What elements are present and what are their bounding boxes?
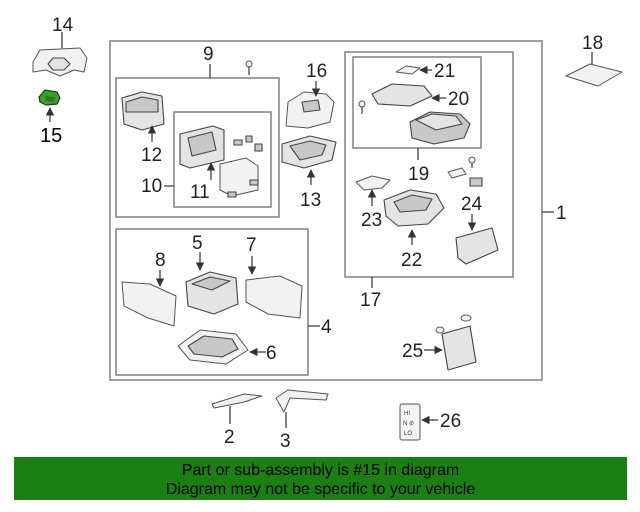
part-12-shape[interactable] <box>121 91 165 131</box>
group-10-subframe <box>173 111 272 208</box>
part-24-shape[interactable] <box>455 227 499 265</box>
part-13-shape[interactable] <box>281 135 337 169</box>
callout-6: 6 <box>266 343 277 364</box>
part-22-shape[interactable] <box>383 189 445 227</box>
switch-label-mid: N ⊘ <box>403 421 414 427</box>
group-17-frame <box>344 51 514 278</box>
banner-line-1: Part or sub-assembly is #15 in diagram <box>181 462 460 479</box>
part-19-lid[interactable] <box>409 111 471 145</box>
main-assembly-frame <box>109 40 543 381</box>
group-19-subframe <box>352 56 482 149</box>
group-9-frame <box>115 77 280 218</box>
info-banner: Part or sub-assembly is #15 in diagram D… <box>14 457 627 500</box>
part-15-highlighted[interactable] <box>38 89 61 106</box>
callout-5: 5 <box>192 233 203 254</box>
part-21-shape[interactable] <box>395 65 421 75</box>
callout-14: 14 <box>52 15 74 36</box>
switch-label-lo: LO <box>404 431 412 437</box>
callout-24: 24 <box>461 194 483 215</box>
callout-20: 20 <box>448 89 469 110</box>
part-26-switch[interactable]: HI N ⊘ LO <box>399 403 421 441</box>
callout-23: 23 <box>361 210 382 231</box>
callout-10: 10 <box>141 176 162 197</box>
callout-3: 3 <box>280 431 291 452</box>
group-4-frame <box>115 228 309 376</box>
callout-17: 17 <box>360 290 381 311</box>
callout-16: 16 <box>306 61 327 82</box>
callout-15: 15 <box>40 125 62 147</box>
part-5-shape[interactable] <box>185 271 239 315</box>
callout-4: 4 <box>321 317 332 338</box>
part-bolt-9[interactable] <box>245 60 253 75</box>
callout-8: 8 <box>155 250 166 271</box>
switch-label-hi: HI <box>404 411 410 417</box>
part-small-clips[interactable] <box>447 156 483 187</box>
banner-line-2: Diagram may not be specific to your vehi… <box>165 481 476 498</box>
callout-2: 2 <box>224 427 235 448</box>
parts-diagram: 14 15 18 9 12 11 10 16 <box>32 15 623 452</box>
part-16-shape[interactable] <box>285 91 335 129</box>
callout-21: 21 <box>434 61 455 82</box>
part-7-shape[interactable] <box>245 275 303 319</box>
callout-18: 18 <box>582 33 603 54</box>
callout-11: 11 <box>190 182 210 203</box>
part-3-shape[interactable] <box>275 389 329 413</box>
callout-13: 13 <box>300 190 321 211</box>
callout-7: 7 <box>246 235 257 256</box>
callout-19: 19 <box>408 164 429 185</box>
callout-9: 9 <box>203 44 214 65</box>
part-25-shape[interactable] <box>435 314 477 371</box>
callout-1: 1 <box>556 203 567 224</box>
part-8-shape[interactable] <box>121 281 177 327</box>
part-2-shape[interactable] <box>211 393 263 409</box>
part-6-shape[interactable] <box>177 329 249 365</box>
callout-22: 22 <box>401 250 422 271</box>
part-20-shape[interactable] <box>358 83 433 114</box>
part-23-shape[interactable] <box>355 175 391 191</box>
callout-26: 26 <box>440 411 461 432</box>
part-18-shape[interactable] <box>565 63 623 87</box>
part-11-shape[interactable] <box>179 125 263 198</box>
callout-12: 12 <box>141 145 162 166</box>
callout-25: 25 <box>402 341 423 362</box>
part-14-shape[interactable] <box>32 47 88 77</box>
